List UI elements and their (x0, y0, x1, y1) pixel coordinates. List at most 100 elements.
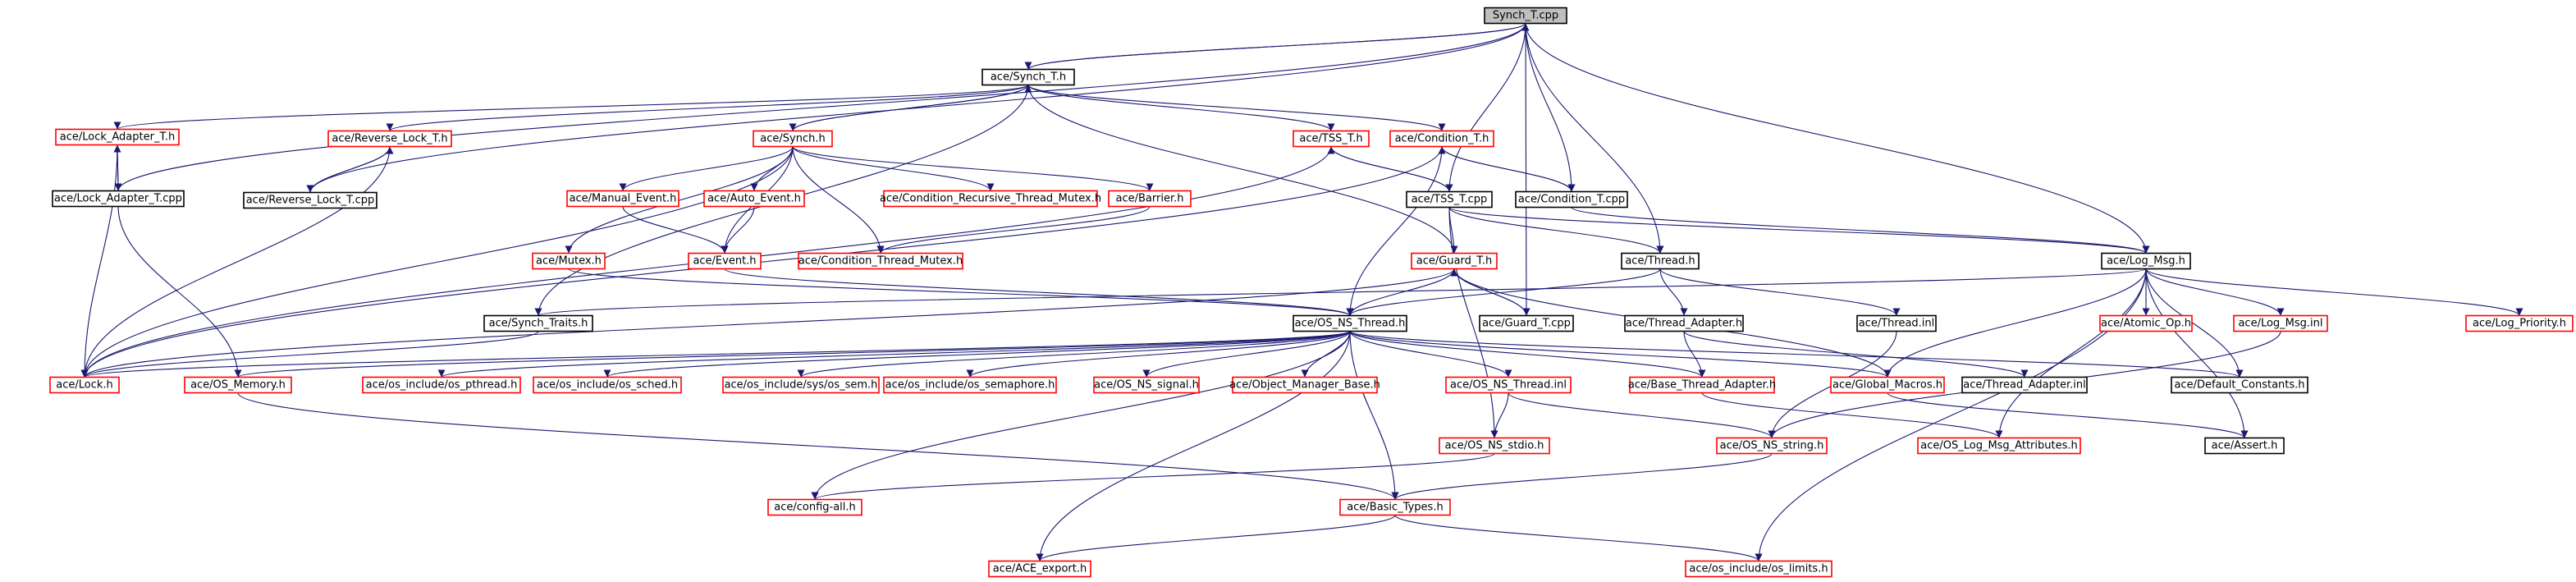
node-os_ns_thread_h[interactable]: ace/OS_NS_Thread.h (1293, 314, 1407, 332)
node-label: ace/Synch.h (760, 133, 825, 145)
node-guard_t_cpp[interactable]: ace/Guard_T.cpp (1479, 314, 1574, 332)
node-synch_traits_h[interactable]: ace/Synch_Traits.h (483, 314, 593, 332)
edge-condition_t_h-to-os_ns_thread_h (1346, 146, 1443, 316)
edge-guard_t_h-to-os_ns_thread_h (1346, 268, 1455, 316)
node-os_ns_stdio_h[interactable]: ace/OS_NS_stdio.h (1439, 437, 1550, 455)
node-tss_t_h[interactable]: ace/TSS_T.h (1293, 130, 1370, 148)
edge-os_ns_thread_h-to-os_semaphore_h (966, 331, 1351, 378)
node-object_manager_base_h[interactable]: ace/Object_Manager_Base.h (1229, 376, 1380, 394)
node-ace_export_h[interactable]: ace/ACE_export.h (988, 560, 1091, 578)
edge-synch_t_h-to-tss_t_h (1027, 85, 1335, 131)
node-condition_t_cpp[interactable]: ace/Condition_T.cpp (1515, 190, 1628, 209)
edge-basic_types_h-to-os_limits_h (1394, 515, 1763, 561)
node-box (243, 191, 377, 209)
edge-os_memory_h-to-basic_types_h (237, 392, 1399, 500)
node-box (1439, 437, 1550, 455)
node-log_msg_h[interactable]: ace/Log_Msg.h (2101, 252, 2191, 270)
edge-os_ns_thread_h-to-ace_export_h (1036, 331, 1351, 561)
node-label: ace/Guard_T.cpp (1482, 318, 1571, 330)
node-box (988, 560, 1091, 578)
node-os_ns_signal_h[interactable]: ace/OS_NS_signal.h (1093, 376, 1200, 394)
edge-thread_adapter_h-to-thread_adapter_inl (1683, 331, 2029, 378)
node-thread_inl[interactable]: ace/Thread.inl (1856, 314, 1937, 332)
node-basic_types_h[interactable]: ace/Basic_Types.h (1339, 498, 1451, 516)
edge-os_ns_thread_h-to-os_sys_sem_h (797, 331, 1351, 378)
node-log_msg_inl[interactable]: ace/Log_Msg.inl (2233, 314, 2328, 332)
node-base_thread_adapter_h[interactable]: ace/Base_Thread_Adapter.h (1628, 376, 1776, 394)
node-reverse_lock_t_cpp[interactable]: ace/Reverse_Lock_T.cpp (243, 191, 377, 209)
node-label: ace/Condition_Recursive_Thread_Mutex.h (880, 193, 1101, 205)
node-cond_thread_mutex_h[interactable]: ace/Condition_Thread_Mutex.h (798, 252, 963, 270)
node-box (1961, 376, 2088, 394)
node-log_priority_h[interactable]: ace/Log_Priority.h (2465, 314, 2574, 332)
node-os_pthread_h[interactable]: ace/os_include/os_pthread.h (362, 376, 521, 394)
node-label: ace/config-all.h (774, 502, 856, 514)
edge-log_msg_h-to-log_priority_h (2145, 268, 2523, 316)
node-synch_h[interactable]: ace/Synch.h (753, 130, 833, 148)
node-os_log_msg_attr_h[interactable]: ace/OS_Log_Msg_Attributes.h (1917, 437, 2081, 455)
node-lock_adapter_t_h[interactable]: ace/Lock_Adapter_T.h (55, 128, 180, 146)
node-manual_event_h[interactable]: ace/Manual_Event.h (566, 190, 679, 208)
node-box (1624, 314, 1744, 332)
node-reverse_lock_t_h[interactable]: ace/Reverse_Lock_T.h (327, 130, 452, 148)
node-barrier_h[interactable]: ace/Barrier.h (1108, 190, 1192, 208)
node-label: ace/Condition_Thread_Mutex.h (798, 255, 963, 268)
node-thread_adapter_h[interactable]: ace/Thread_Adapter.h (1624, 314, 1744, 332)
node-box (767, 498, 862, 516)
edge-synch_t_cpp-to-condition_t_cpp (1525, 23, 1576, 192)
edge-os_ns_string_h-to-basic_types_h (1391, 453, 1773, 500)
node-synch_t_h[interactable]: ace/Synch_T.h (981, 68, 1075, 86)
node-guard_t_h[interactable]: ace/Guard_T.h (1411, 252, 1498, 270)
node-tss_t_cpp[interactable]: ace/TSS_T.cpp (1406, 190, 1493, 209)
node-label: ace/Thread.h (1625, 255, 1695, 268)
edge-thread_h-to-thread_inl (1659, 268, 1901, 316)
node-lock_h[interactable]: ace/Lock.h (49, 376, 120, 394)
edge-synch_t_h-to-guard_t_h (1027, 85, 1458, 254)
node-label: ace/Log_Msg.h (2107, 255, 2185, 268)
edge-reverse_lock_t_cpp-to-reverse_lock_t_h (309, 146, 394, 193)
node-label: ace/os_include/os_sched.h (537, 379, 678, 392)
node-label: ace/TSS_T.cpp (1412, 194, 1488, 206)
node-box (1830, 376, 1945, 394)
edge-log_msg_h-to-os_log_msg_attr_h (1995, 268, 2147, 438)
node-cond_recursive_h[interactable]: ace/Condition_Recursive_Thread_Mutex.h (880, 190, 1101, 208)
node-box (1479, 314, 1574, 332)
node-auto_event_h[interactable]: ace/Auto_Event.h (703, 190, 805, 208)
edge-reverse_lock_t_h-to-lock_h (80, 146, 391, 378)
node-os_limits_h[interactable]: ace/os_include/os_limits.h (1685, 560, 1832, 578)
node-box (1108, 190, 1192, 208)
node-box (981, 68, 1075, 86)
node-default_constants_h[interactable]: ace/Default_Constants.h (2171, 376, 2308, 394)
node-box (1232, 376, 1378, 394)
edge-log_msg_h-to-synch_traits_h (535, 268, 2147, 316)
edge-lock_adapter_t_cpp-to-os_memory_h (117, 206, 242, 378)
node-os_ns_string_h[interactable]: ace/OS_NS_string.h (1716, 437, 1828, 455)
node-condition_t_h[interactable]: ace/Condition_T.h (1389, 130, 1494, 148)
edge-log_msg_h-to-default_constants_h (2145, 268, 2244, 378)
node-mutex_h[interactable]: ace/Mutex.h (532, 252, 606, 270)
node-assert_h[interactable]: ace/Assert.h (2204, 437, 2285, 455)
edge-synch_traits_h-to-lock_h (80, 331, 539, 378)
edge-log_msg_h-to-os_limits_h (1755, 268, 2147, 561)
node-atomic_op_h[interactable]: ace/Atomic_Op.h (2099, 314, 2193, 332)
node-os_sys_sem_h[interactable]: ace/os_include/sys/os_sem.h (722, 376, 880, 394)
node-os_semaphore_h[interactable]: ace/os_include/os_semaphore.h (883, 376, 1057, 394)
edge-os_ns_thread_h-to-config_all_h (811, 331, 1351, 500)
node-os_ns_thread_inl[interactable]: ace/OS_NS_Thread.inl (1445, 376, 1572, 394)
node-lock_adapter_t_cpp[interactable]: ace/Lock_Adapter_T.cpp (52, 190, 185, 208)
node-label: ace/OS_Memory.h (190, 379, 286, 392)
node-synch_t_cpp[interactable]: Synch_T.cpp (1484, 7, 1567, 25)
node-event_h[interactable]: ace/Event.h (688, 252, 762, 270)
node-label: ace/Assert.h (2212, 440, 2278, 452)
node-thread_h[interactable]: ace/Thread.h (1621, 252, 1700, 270)
node-os_memory_h[interactable]: ace/OS_Memory.h (184, 376, 292, 394)
node-label: ace/Mutex.h (536, 255, 602, 268)
edge-os_ns_thread_h-to-default_constants_h (1349, 331, 2244, 378)
node-label: ace/Barrier.h (1116, 193, 1184, 205)
node-global_macros_h[interactable]: ace/Global_Macros.h (1830, 376, 1945, 394)
node-thread_adapter_inl[interactable]: ace/Thread_Adapter.inl (1961, 376, 2088, 394)
node-label: ace/Object_Manager_Base.h (1229, 379, 1380, 392)
node-os_sched_h[interactable]: ace/os_include/os_sched.h (533, 376, 682, 394)
node-config_all_h[interactable]: ace/config-all.h (767, 498, 862, 516)
node-box (483, 314, 593, 332)
